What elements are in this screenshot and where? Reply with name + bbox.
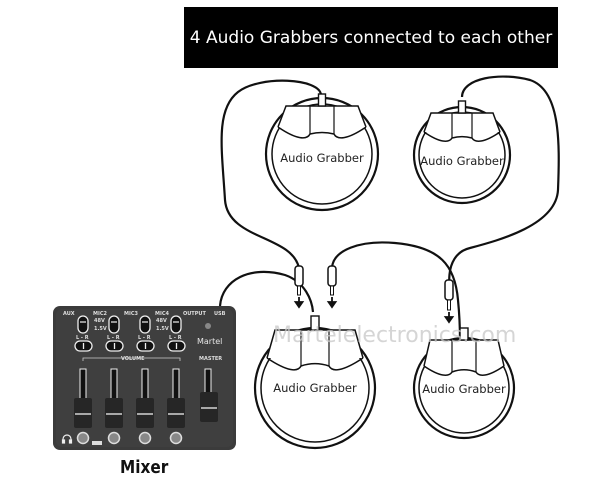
- cable-cross: [330, 241, 462, 342]
- plugs: [293, 265, 455, 324]
- switch-4[interactable]: [170, 315, 182, 334]
- plug-left: [293, 265, 305, 309]
- svg-text:L - R: L - R: [169, 335, 182, 341]
- grabber-label: Audio Grabber: [422, 382, 506, 396]
- cable-top-right: [448, 75, 560, 288]
- fader-3[interactable]: [136, 398, 154, 428]
- volume-label: VOLUME: [121, 356, 145, 362]
- mixer-label-usb: USB: [214, 311, 226, 317]
- svg-text:L - R: L - R: [76, 335, 89, 341]
- svg-text:1.5V: 1.5V: [156, 326, 169, 332]
- switch-2[interactable]: [108, 315, 120, 334]
- switch-3[interactable]: [139, 315, 151, 334]
- switch-1[interactable]: [77, 315, 89, 334]
- mixer-label-mic3: MIC3: [124, 311, 139, 317]
- audio-grabber-1: Audio Grabber: [264, 93, 380, 212]
- mixer-label-mic4: MIC4: [155, 311, 170, 317]
- mixer-caption: Mixer: [120, 457, 169, 478]
- svg-text:1.5V: 1.5V: [94, 326, 107, 332]
- channel-button-2[interactable]: [107, 431, 121, 445]
- svg-text:L - R: L - R: [138, 335, 151, 341]
- svg-text:L - R: L - R: [107, 335, 120, 341]
- channel-button-1[interactable]: [76, 431, 90, 445]
- channel-button-3[interactable]: [138, 431, 152, 445]
- plug-right: [443, 279, 455, 324]
- plug-middle: [326, 265, 338, 309]
- svg-text:48V: 48V: [156, 318, 167, 324]
- audio-grabber-4: Audio Grabber: [412, 327, 516, 440]
- cable-mixer: [218, 270, 315, 313]
- mixer-label-output: OUTPUT: [183, 311, 206, 317]
- master-label: MASTER: [199, 356, 222, 362]
- fader-master[interactable]: [200, 392, 218, 422]
- watermark: Martelelectronics.com: [273, 323, 516, 348]
- mixer-label-aux: AUX: [63, 311, 75, 317]
- audio-grabber-2: Audio Grabber: [412, 100, 512, 205]
- cables: [218, 75, 560, 342]
- mixer-label-mic2: MIC2: [93, 311, 108, 317]
- mixer-brand: Martel: [197, 337, 222, 346]
- channel-button-4[interactable]: [169, 431, 183, 445]
- led-indicator: [205, 323, 211, 329]
- small-badge: [92, 441, 102, 445]
- cable-top-left: [220, 79, 323, 269]
- svg-text:48V: 48V: [94, 318, 105, 324]
- headphone-icon: [61, 434, 73, 444]
- fader-2[interactable]: [105, 398, 123, 428]
- fader-1[interactable]: [74, 398, 92, 428]
- grabber-label: Audio Grabber: [280, 151, 364, 165]
- grabber-label: Audio Grabber: [273, 381, 357, 395]
- grabber-label: Audio Grabber: [420, 154, 504, 168]
- fader-4[interactable]: [167, 398, 185, 428]
- diagram-title: 4 Audio Grabbers connected to each other: [184, 7, 558, 68]
- mixer: AUX MIC2 MIC3 MIC4 OUTPUT USB 48V 1.5V 4…: [53, 306, 236, 450]
- audio-grabber-3: Audio Grabber: [253, 315, 377, 450]
